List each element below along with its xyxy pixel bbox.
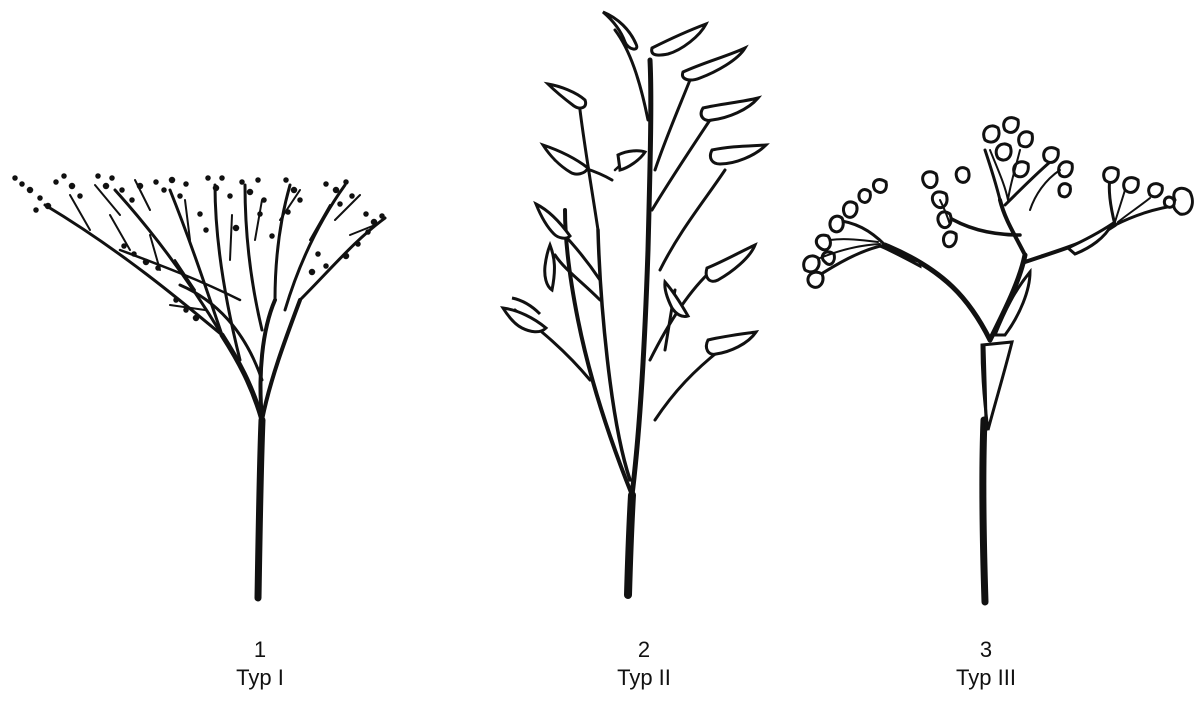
panel-label-1: Typ I (160, 664, 360, 692)
caption-1: 1 Typ I (160, 636, 360, 692)
plant-drawings: .st { stroke: #111; fill: none; stroke-l… (0, 0, 1200, 630)
caption-2: 2 Typ II (544, 636, 744, 692)
caption-3: 3 Typ III (886, 636, 1086, 692)
panel-number-2: 2 (544, 636, 744, 664)
plant-typ-2 (503, 12, 766, 595)
panel-label-3: Typ III (886, 664, 1086, 692)
panel-label-2: Typ II (544, 664, 744, 692)
plant-typ-1 (13, 174, 385, 598)
plant-typ-3 (804, 118, 1193, 602)
panel-number-3: 3 (886, 636, 1086, 664)
panel-number-1: 1 (160, 636, 360, 664)
